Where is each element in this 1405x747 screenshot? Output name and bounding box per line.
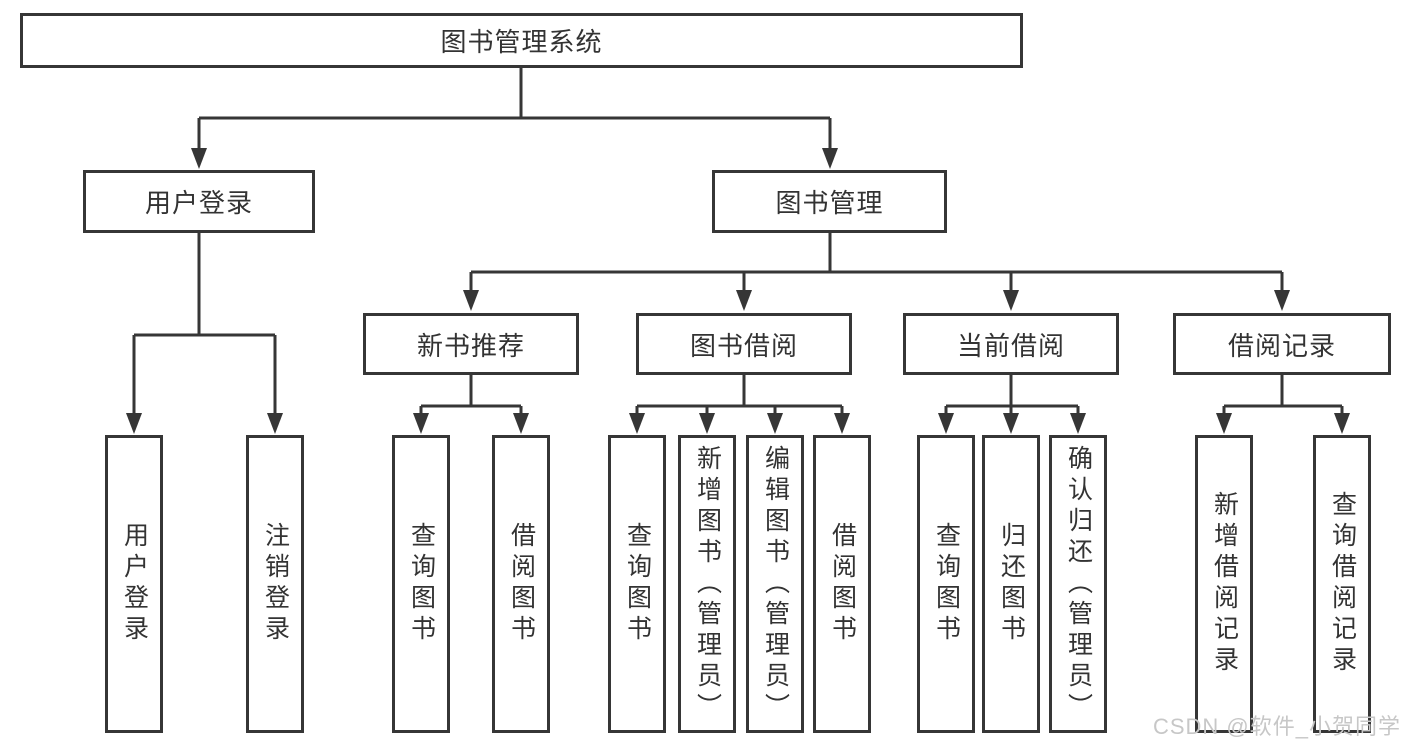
node-new-book-recommend: 新书推荐: [363, 313, 579, 375]
arrowhead: [699, 413, 715, 434]
connector-user-login-children: [132, 233, 277, 416]
node-label: 借阅图书: [507, 522, 536, 646]
arrowhead: [736, 290, 752, 311]
arrowhead: [767, 413, 783, 434]
arrowhead: [513, 413, 529, 434]
node-user-login: 用户登录: [83, 170, 315, 233]
node-label: 用户登录: [144, 188, 253, 218]
arrowhead: [1216, 413, 1232, 434]
arrowhead: [938, 413, 954, 434]
arrowheads: [126, 148, 1350, 434]
node-current-borrow: 当前借阅: [903, 313, 1119, 375]
node-root: 图书管理系统: [20, 13, 1023, 68]
arrowhead: [126, 413, 142, 434]
leaf-add-borrow-record: 新增借阅记录: [1195, 435, 1253, 733]
arrowhead: [413, 413, 429, 434]
leaf-return-book: 归还图书: [982, 435, 1040, 733]
arrowhead: [1003, 413, 1019, 434]
leaf-edit-book-admin: 编辑图书（管理员）: [746, 435, 804, 733]
leaf-query-book-current: 查询图书: [917, 435, 975, 733]
node-label: 借阅记录: [1227, 330, 1336, 361]
arrowhead: [1334, 413, 1350, 434]
node-label: 图书管理: [775, 188, 884, 218]
arrowhead: [191, 148, 207, 169]
connector-book-management-children: [469, 233, 1284, 292]
leaf-user-login: 用户登录: [105, 435, 163, 733]
node-label: 新书推荐: [416, 330, 525, 361]
node-label: 确认归还（管理员）: [1064, 444, 1093, 724]
node-label: 查询图书: [407, 522, 436, 646]
arrowhead: [834, 413, 850, 434]
connector-borrow-record-children: [1222, 375, 1344, 416]
node-label: 新增借阅记录: [1210, 491, 1239, 677]
node-label: 借阅图书: [828, 522, 857, 646]
connector-new-book-children: [419, 375, 523, 416]
node-label: 查询借阅记录: [1328, 491, 1357, 677]
arrowhead: [1274, 290, 1290, 311]
node-label: 当前借阅: [956, 330, 1065, 361]
node-borrow-record: 借阅记录: [1173, 313, 1391, 375]
arrowhead: [822, 148, 838, 169]
node-label: 查询图书: [623, 522, 652, 646]
leaf-confirm-return-admin: 确认归还（管理员）: [1049, 435, 1107, 733]
node-label: 注销登录: [261, 522, 290, 646]
node-label: 编辑图书（管理员）: [761, 444, 790, 724]
leaf-query-book-recommend: 查询图书: [392, 435, 450, 733]
arrowhead: [1003, 290, 1019, 311]
node-label: 用户登录: [120, 522, 149, 646]
watermark: CSDN @软件_小贺同学: [1152, 714, 1401, 739]
leaf-borrow-book: 借阅图书: [813, 435, 871, 733]
connector-current-borrow-children: [944, 375, 1080, 416]
connector-root-children: [197, 68, 832, 150]
node-label: 图书借阅: [689, 330, 798, 361]
node-label: 图书管理系统: [440, 27, 603, 57]
leaf-borrow-book-recommend: 借阅图书: [492, 435, 550, 733]
node-book-management: 图书管理: [712, 170, 947, 233]
node-book-borrow: 图书借阅: [636, 313, 852, 375]
arrowhead: [463, 290, 479, 311]
arrowhead: [1070, 413, 1086, 434]
connector-book-borrow-children: [635, 375, 844, 416]
node-label: 归还图书: [997, 522, 1026, 646]
leaf-query-borrow-record: 查询借阅记录: [1313, 435, 1371, 733]
arrowhead: [267, 413, 283, 434]
arrowhead: [629, 413, 645, 434]
node-label: 查询图书: [932, 522, 961, 646]
leaf-query-book-borrow: 查询图书: [608, 435, 666, 733]
leaf-logout: 注销登录: [246, 435, 304, 733]
node-label: 新增图书（管理员）: [693, 444, 722, 724]
leaf-add-book-admin: 新增图书（管理员）: [678, 435, 736, 733]
